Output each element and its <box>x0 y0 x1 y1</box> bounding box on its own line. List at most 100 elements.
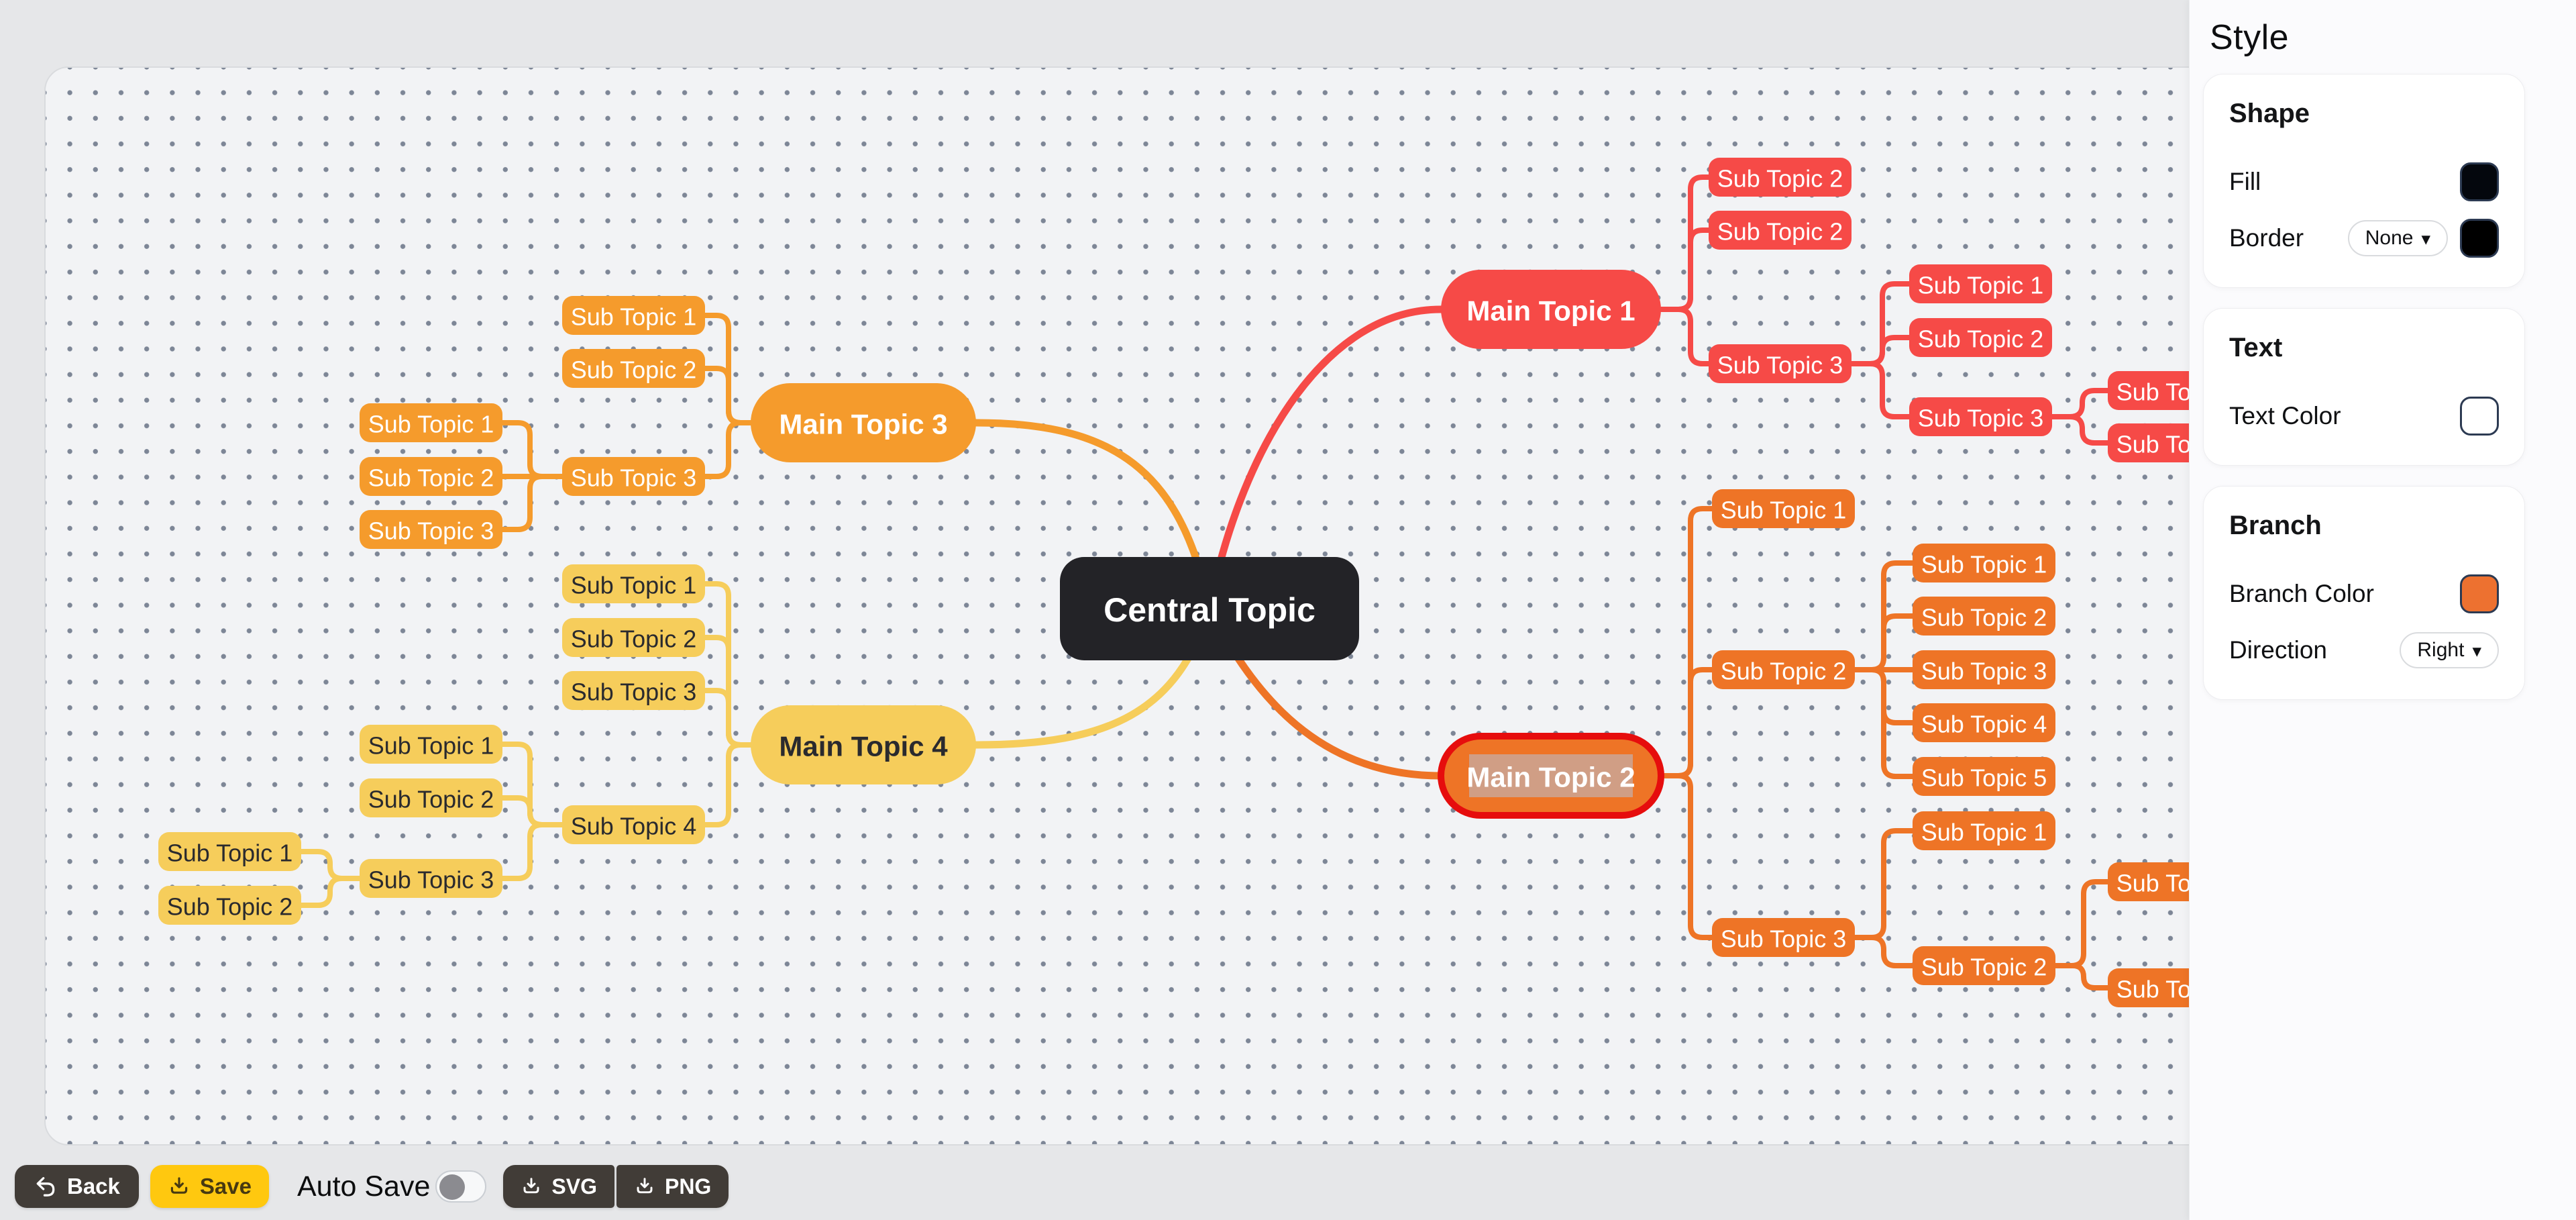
node-o9[interactable]: Sub Topic 1 <box>1913 811 2055 850</box>
node-a5[interactable]: Sub Topic 2 <box>360 457 502 496</box>
node-label: Sub Topic 1 <box>1918 272 2043 299</box>
node-label: Main Topic 2 <box>1466 762 1635 793</box>
branch-link <box>500 822 565 881</box>
node-a6[interactable]: Sub Topic 3 <box>360 510 502 549</box>
branch-link <box>1658 174 1711 312</box>
node-o7[interactable]: Sub Topic 4 <box>1913 703 2055 742</box>
node-label: Sub Topic 3 <box>1918 405 2043 432</box>
node-r2[interactable]: Sub Topic 2 <box>1709 211 1851 250</box>
node-label: Sub Topic 2 <box>1721 658 1846 685</box>
node-label: Sub Topic 1 <box>368 411 494 438</box>
node-label: Sub Topic 1 <box>167 840 292 867</box>
node-label: Sub Topic 2 <box>1921 954 2047 981</box>
border-style-value: None <box>2365 227 2414 249</box>
node-label: Sub Topic 2 <box>167 893 292 921</box>
branch-link <box>500 474 565 532</box>
back-button-label: Back <box>67 1174 120 1199</box>
back-button[interactable]: Back <box>15 1165 139 1208</box>
node-y2[interactable]: Sub Topic 2 <box>562 618 705 657</box>
node-r5[interactable]: Sub Topic 2 <box>1909 318 2052 357</box>
node-mt1[interactable]: Main Topic 1 <box>1441 270 1661 349</box>
text-selection-highlight <box>1469 754 1633 797</box>
border-color-swatch[interactable] <box>2460 219 2499 258</box>
fill-row: Fill <box>2229 161 2499 203</box>
node-label: Sub Topic 1 <box>1921 551 2047 578</box>
node-y5[interactable]: Sub Topic 1 <box>360 725 502 764</box>
branch-link <box>972 419 1214 613</box>
text-color-row: Text Color <box>2229 395 2499 437</box>
node-label: Sub Topic 3 <box>368 517 494 545</box>
node-y4[interactable]: Sub Topic 4 <box>562 805 705 844</box>
branch-color-row: Branch Color <box>2229 573 2499 615</box>
direction-row: Direction Right <box>2229 629 2499 671</box>
toggle-knob <box>439 1174 466 1200</box>
node-a1[interactable]: Sub Topic 1 <box>562 296 705 335</box>
node-o10[interactable]: Sub Topic 2 <box>1913 946 2055 985</box>
chevron-down-icon <box>2421 227 2430 250</box>
node-label: Sub Topic 1 <box>368 732 494 760</box>
fill-label: Fill <box>2229 168 2261 195</box>
node-o6[interactable]: Sub Topic 3 <box>1913 650 2055 689</box>
save-button[interactable]: Save <box>150 1165 269 1208</box>
node-label: Sub Topic 1 <box>571 303 696 331</box>
branch-link <box>2053 879 2110 968</box>
style-sidebar: Style Shape Fill Border None Text Text C… <box>2189 0 2576 1220</box>
branch-section-title: Branch <box>2229 511 2322 540</box>
branch-link <box>2049 414 2110 446</box>
node-a2[interactable]: Sub Topic 2 <box>562 349 705 388</box>
node-o8[interactable]: Sub Topic 5 <box>1913 757 2055 796</box>
node-label: Sub Topic 2 <box>571 625 696 653</box>
text-color-label: Text Color <box>2229 402 2341 429</box>
border-style-dropdown[interactable]: None <box>2347 220 2448 256</box>
node-o1[interactable]: Sub Topic 1 <box>1712 489 1855 528</box>
node-o4[interactable]: Sub Topic 1 <box>1913 544 2055 582</box>
node-label: Sub Topic 3 <box>368 866 494 894</box>
text-section-title: Text <box>2229 333 2283 362</box>
node-y8[interactable]: Sub Topic 1 <box>158 832 301 871</box>
autosave-toggle[interactable] <box>435 1170 487 1203</box>
node-r4[interactable]: Sub Topic 1 <box>1909 264 2052 303</box>
node-r6[interactable]: Sub Topic 3 <box>1909 397 2052 436</box>
node-a4[interactable]: Sub Topic 1 <box>360 403 502 442</box>
branch-link <box>500 420 565 479</box>
node-o3[interactable]: Sub Topic 3 <box>1712 918 1855 957</box>
node-r1[interactable]: Sub Topic 2 <box>1709 158 1851 197</box>
branch-link <box>1658 773 1715 940</box>
branch-color-label: Branch Color <box>2229 580 2374 607</box>
node-label: Sub Topic 3 <box>571 678 696 706</box>
download-icon <box>637 1178 653 1194</box>
export-png-button[interactable]: PNG <box>616 1165 729 1208</box>
node-mt2[interactable]: Main Topic 2 <box>1438 733 1664 819</box>
node-y1[interactable]: Sub Topic 1 <box>562 564 705 603</box>
node-y7[interactable]: Sub Topic 3 <box>360 859 502 898</box>
node-r3[interactable]: Sub Topic 3 <box>1709 344 1851 383</box>
branch-link <box>1849 361 1912 419</box>
node-label: Sub Topic 1 <box>571 572 696 599</box>
node-o2[interactable]: Sub Topic 2 <box>1712 650 1855 689</box>
node-y3[interactable]: Sub Topic 3 <box>562 671 705 710</box>
node-label: Sub Topic 1 <box>1921 819 2047 846</box>
node-label: Sub Topic 2 <box>368 786 494 813</box>
node-label: Main Topic 1 <box>1466 295 1635 327</box>
node-central[interactable]: Central Topic <box>1060 557 1359 660</box>
node-mt4[interactable]: Main Topic 4 <box>751 705 976 784</box>
node-a3[interactable]: Sub Topic 3 <box>562 457 705 496</box>
direction-dropdown[interactable]: Right <box>2400 632 2499 668</box>
node-y9[interactable]: Sub Topic 2 <box>158 886 301 925</box>
text-color-swatch[interactable] <box>2460 397 2499 436</box>
branch-color-swatch[interactable] <box>2460 574 2499 613</box>
node-mt3[interactable]: Main Topic 3 <box>751 383 976 462</box>
node-y6[interactable]: Sub Topic 2 <box>360 778 502 817</box>
branch-link <box>702 742 753 827</box>
node-label: Sub Topic 3 <box>1721 925 1846 953</box>
export-button-group: SVG PNG <box>503 1165 729 1208</box>
export-svg-label: SVG <box>551 1174 597 1199</box>
branch-link <box>2049 388 2110 419</box>
fill-color-swatch[interactable] <box>2460 162 2499 201</box>
export-svg-button[interactable]: SVG <box>503 1165 614 1208</box>
mindmap-canvas[interactable]: Central Topic Main Topic 1 Main Topic 2 Mai… <box>44 66 2575 1146</box>
node-o5[interactable]: Sub Topic 2 <box>1913 597 2055 636</box>
node-label: Sub Topic 4 <box>1921 711 2047 738</box>
style-panel-title: Style <box>2210 18 2290 57</box>
branch-link <box>702 366 753 425</box>
